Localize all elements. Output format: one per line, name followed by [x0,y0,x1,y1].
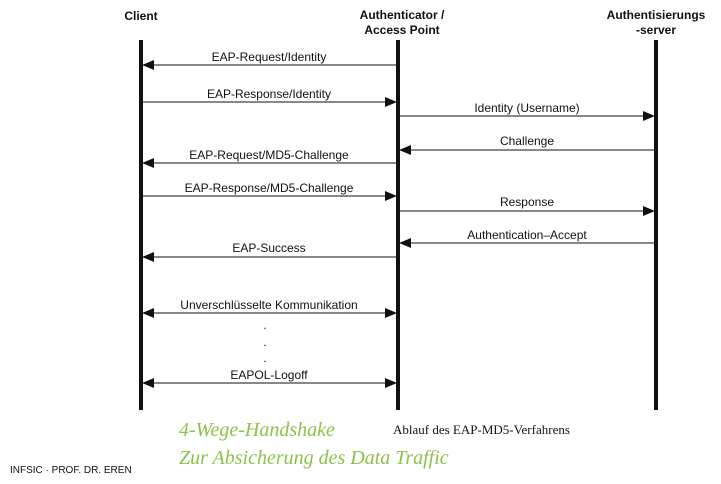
ellipsis-dot: . [263,318,266,332]
figure-caption: Ablauf des EAP-MD5-Verfahrens [393,422,570,437]
ellipsis-dot: . [263,335,266,349]
footer-credit: INFSIC · PROF. DR. EREN [10,465,132,476]
message-label: EAP-Success [232,241,305,255]
server-title-line1: Authentisierungs [607,8,706,22]
message-label: EAP-Response/Identity [207,87,331,101]
message-label: EAP-Request/Identity [212,50,327,64]
message-label: Authentication–Accept [467,228,587,242]
message-response: Response [400,195,655,216]
message-eap-response-identity: EAP-Response/Identity [143,87,397,107]
message-label: EAPOL-Logoff [230,368,308,382]
authenticator-title-line1: Authenticator / [360,8,445,22]
message-challenge: Challenge [399,134,654,155]
authenticator-title-line2: Access Point [364,23,439,37]
message-label: Unverschlüsselte Kommunikation [180,298,357,312]
message-eapol-logoff: EAPOL-Logoff [142,368,397,388]
message-authentication-accept: Authentication–Accept [399,228,654,248]
handshake-caption-line1: 4-Wege-Handshake [179,419,335,441]
client-title: Client [124,9,157,23]
message-eap-request-md5-challenge: EAP-Request/MD5-Challenge [142,148,396,168]
handshake-caption-line2: Zur Absicherung des Data Traffic [179,447,449,469]
server-title-line2: -server [636,23,676,37]
message-eap-response-md5-challenge: EAP-Response/MD5-Challenge [143,181,397,201]
ellipsis-dot: . [263,351,266,365]
message-label: EAP-Response/MD5-Challenge [185,181,354,195]
message-label: EAP-Request/MD5-Challenge [189,148,349,162]
message-label: Challenge [500,134,554,148]
message-unencrypted-communication: Unverschlüsselte Kommunikation [142,298,397,318]
message-eap-request-identity: EAP-Request/Identity [142,50,396,70]
message-eap-success: EAP-Success [142,241,396,262]
message-label: Identity (Username) [474,101,579,115]
message-label: Response [500,195,554,209]
message-identity-username: Identity (Username) [400,101,655,121]
